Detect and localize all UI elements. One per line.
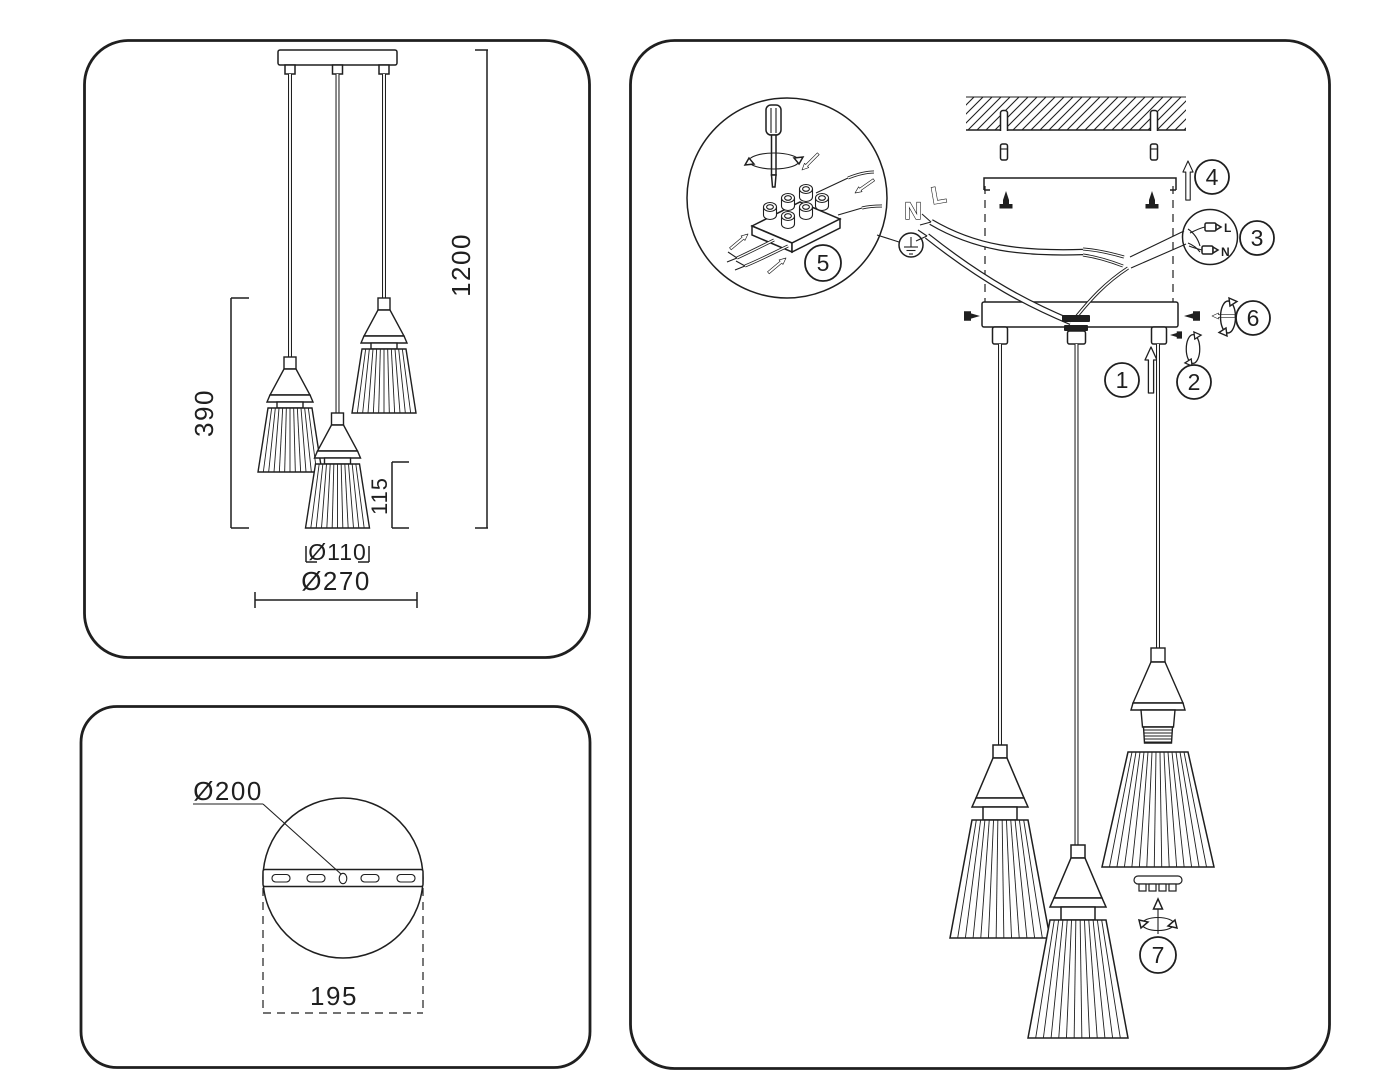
leader-line xyxy=(876,234,900,243)
dimension-shade-height xyxy=(391,461,409,529)
exploded-socket xyxy=(1130,647,1186,744)
screwdriver-icon xyxy=(743,104,805,188)
wire-label-live: L xyxy=(929,181,948,210)
mounting-bar xyxy=(262,868,424,888)
terminal-block-icon xyxy=(750,183,842,254)
drill-hole xyxy=(1149,109,1159,131)
ground-icon xyxy=(898,232,924,258)
dim-pendant-drop-label: 390 xyxy=(189,389,219,437)
exploded-shade xyxy=(1101,751,1215,868)
svg-text:7: 7 xyxy=(1152,942,1165,968)
panel-front-dimensions: 1200 390 115 Ø110 Ø270 xyxy=(83,39,591,659)
dimension-pendant-drop xyxy=(230,297,249,529)
dim-shade-height-label: 115 xyxy=(367,477,392,515)
wire-label-neutral: N xyxy=(904,198,921,225)
step-badge-4: 4 xyxy=(1194,159,1230,195)
connector-live: L xyxy=(1189,221,1231,235)
dim-shade-diameter-label: Ø110 xyxy=(308,539,367,565)
dimension-canopy-diameter: Ø200 xyxy=(193,776,342,875)
svg-text:1: 1 xyxy=(1116,367,1129,393)
step-badge-6: 6 xyxy=(1235,300,1271,336)
cord-grip xyxy=(991,326,1009,345)
dim-fixture-spread-label: Ø270 xyxy=(301,566,371,596)
cord-grip xyxy=(1150,326,1168,345)
svg-text:L: L xyxy=(1224,221,1231,235)
wall-plug-icons xyxy=(999,143,1159,161)
center-hole xyxy=(338,872,348,885)
svg-text:6: 6 xyxy=(1247,305,1260,331)
svg-text:N: N xyxy=(1221,245,1230,259)
terminal-wires xyxy=(726,170,883,271)
leader-line xyxy=(1130,243,1187,269)
dim-canopy-diameter-label: Ø200 xyxy=(193,776,263,806)
step-badge-1: 1 xyxy=(1104,362,1140,398)
dimension-shade-diameter xyxy=(305,546,370,563)
svg-text:4: 4 xyxy=(1206,164,1219,190)
step-badge-5: 5 xyxy=(804,244,842,282)
detail-terminal-block: 5 xyxy=(686,97,888,299)
dimension-total-height xyxy=(475,49,488,529)
step-badge-2: 2 xyxy=(1176,364,1212,400)
step-badge-3: 3 xyxy=(1239,220,1275,256)
dim-bracket-length-label: 195 xyxy=(310,981,358,1011)
drill-hole xyxy=(999,109,1009,131)
detail-connectors: L N xyxy=(1181,208,1239,266)
panel-top-view: Ø200 195 xyxy=(79,705,592,1069)
step-badge-7: 7 xyxy=(1139,936,1177,974)
mains-wires xyxy=(915,213,1129,326)
rotate-vertical-icon xyxy=(1137,897,1179,934)
svg-text:2: 2 xyxy=(1188,369,1201,395)
dimension-fixture-spread xyxy=(254,592,418,608)
svg-text:5: 5 xyxy=(817,250,830,276)
leader-line xyxy=(1129,230,1185,258)
panel-installation: 4 xyxy=(629,39,1331,1070)
pendant-cords xyxy=(288,74,386,413)
ceiling-hatch xyxy=(966,96,1186,131)
ceiling-plate xyxy=(277,49,398,75)
connector-neutral: N xyxy=(1188,245,1230,259)
svg-text:3: 3 xyxy=(1251,225,1264,251)
strain-relief xyxy=(1062,315,1090,345)
dim-total-height-label: 1200 xyxy=(446,233,476,297)
shade-retaining-ring xyxy=(1133,875,1183,892)
dimension-bracket-length: 195 xyxy=(262,888,424,1014)
